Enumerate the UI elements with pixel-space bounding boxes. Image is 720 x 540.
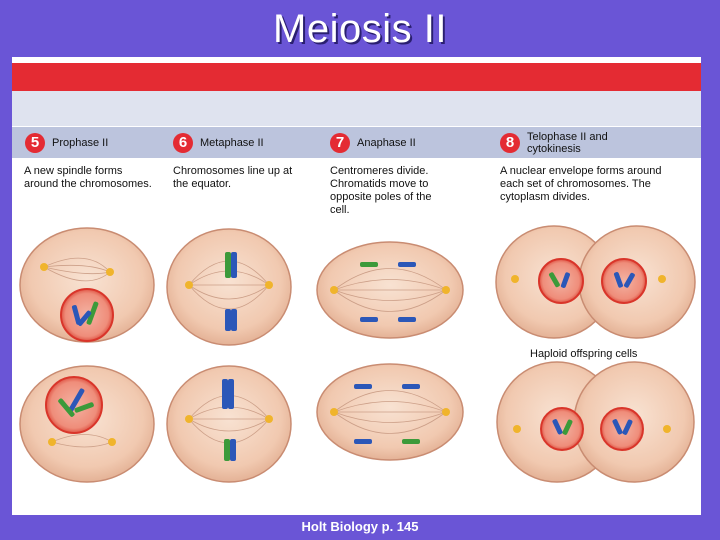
cell-prophase-ii-top: [19, 227, 155, 343]
cell-prophase-ii-bottom: [19, 365, 155, 483]
cell-telophase-ii-bottom: [496, 361, 695, 483]
cell-metaphase-ii-top: [166, 228, 292, 346]
step-8-description: A nuclear envelope forms around each set…: [500, 165, 662, 203]
step-7-header: 7 Anaphase II: [330, 127, 416, 158]
source-credit: Holt Biology p. 145: [301, 519, 419, 534]
cell-anaphase-ii-top: [316, 241, 464, 339]
header-blue-band: [12, 91, 701, 126]
step-5-header: 5 Prophase II: [25, 127, 108, 158]
step-header-bar: 5 Prophase II 6 Metaphase II 7 Anaphase …: [12, 127, 701, 158]
page-title: Meiosis II: [273, 7, 447, 51]
step-number-badge: 7: [330, 132, 350, 153]
cell-telophase-ii-top: [495, 225, 696, 339]
step-7-description: Centromeres divide. Chromatids move to o…: [330, 165, 432, 216]
cell-illustrations: [19, 225, 696, 483]
cell-anaphase-ii-bottom: [316, 363, 464, 461]
step-number-badge: 5: [25, 132, 45, 153]
step-6-header: 6 Metaphase II: [173, 127, 264, 158]
step-8-header: 8 Telophase II and cytokinesis: [500, 127, 627, 158]
step-label: Metaphase II: [200, 136, 264, 149]
header-red-band: [12, 63, 701, 91]
step-number-badge: 6: [173, 132, 193, 153]
step-label: Anaphase II: [357, 136, 416, 149]
step-label: Telophase II and cytokinesis: [527, 130, 608, 155]
diagram-panel: 5 Prophase II 6 Metaphase II 7 Anaphase …: [12, 57, 701, 515]
haploid-caption: Haploid offspring cells: [530, 348, 638, 360]
step-number-badge: 8: [500, 132, 520, 153]
step-6-description: Chromosomes line up at the equator.: [173, 165, 293, 190]
cell-metaphase-ii-bottom: [166, 365, 292, 483]
step-label: Prophase II: [52, 136, 109, 149]
step-5-description: A new spindle forms around the chromosom…: [24, 165, 152, 190]
